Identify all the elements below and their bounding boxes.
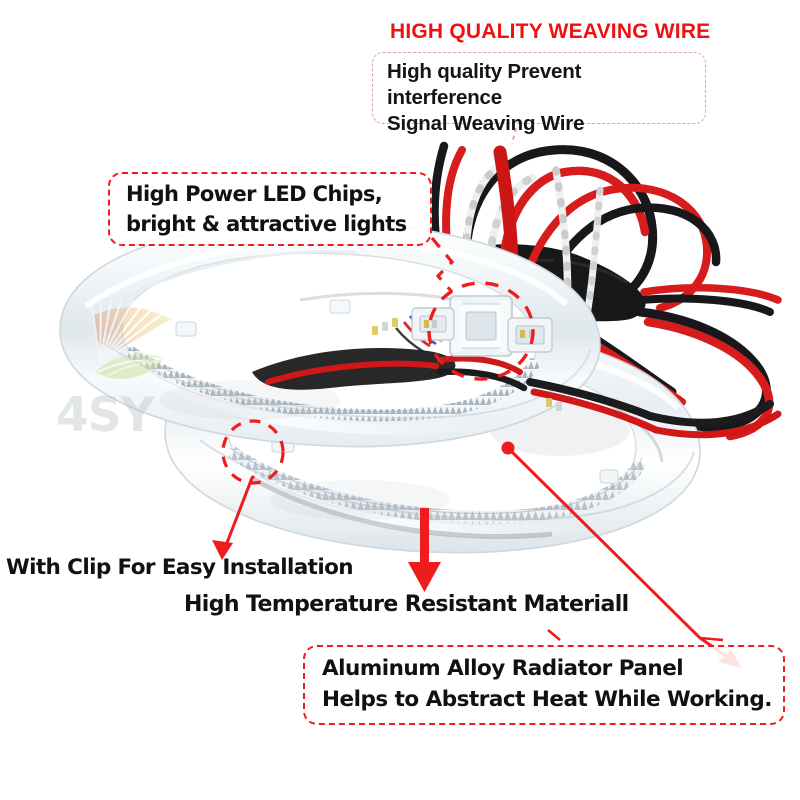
callout-weaving-wire: High quality Prevent interference Signal…: [372, 52, 706, 135]
weaving-wire-line-2: Signal Weaving Wire: [387, 112, 585, 135]
led-chips: [372, 318, 562, 411]
led-chips-line-1: High Power LED Chips,: [126, 182, 383, 206]
weaving-wire-heading: HIGH QUALITY WEAVING WIRE: [390, 20, 711, 43]
internal-wires: [252, 348, 782, 439]
aluminum-line-2: Helps to Abstract Heat While Working.: [322, 687, 772, 712]
label-heat-resistant: High Temperature Resistant Materiall: [184, 592, 629, 617]
callout-led-chips: High Power LED Chips, bright & attractiv…: [108, 172, 432, 246]
callout-aluminum-radiator: Aluminum Alloy Radiator Panel Helps to A…: [303, 645, 785, 725]
aluminum-line-1: Aluminum Alloy Radiator Panel: [322, 656, 684, 681]
led-chips-line-2: bright & attractive lights: [126, 212, 407, 236]
weaving-wire-line-1: High quality Prevent interference: [387, 60, 582, 109]
label-with-clip: With Clip For Easy Installation: [6, 555, 354, 580]
